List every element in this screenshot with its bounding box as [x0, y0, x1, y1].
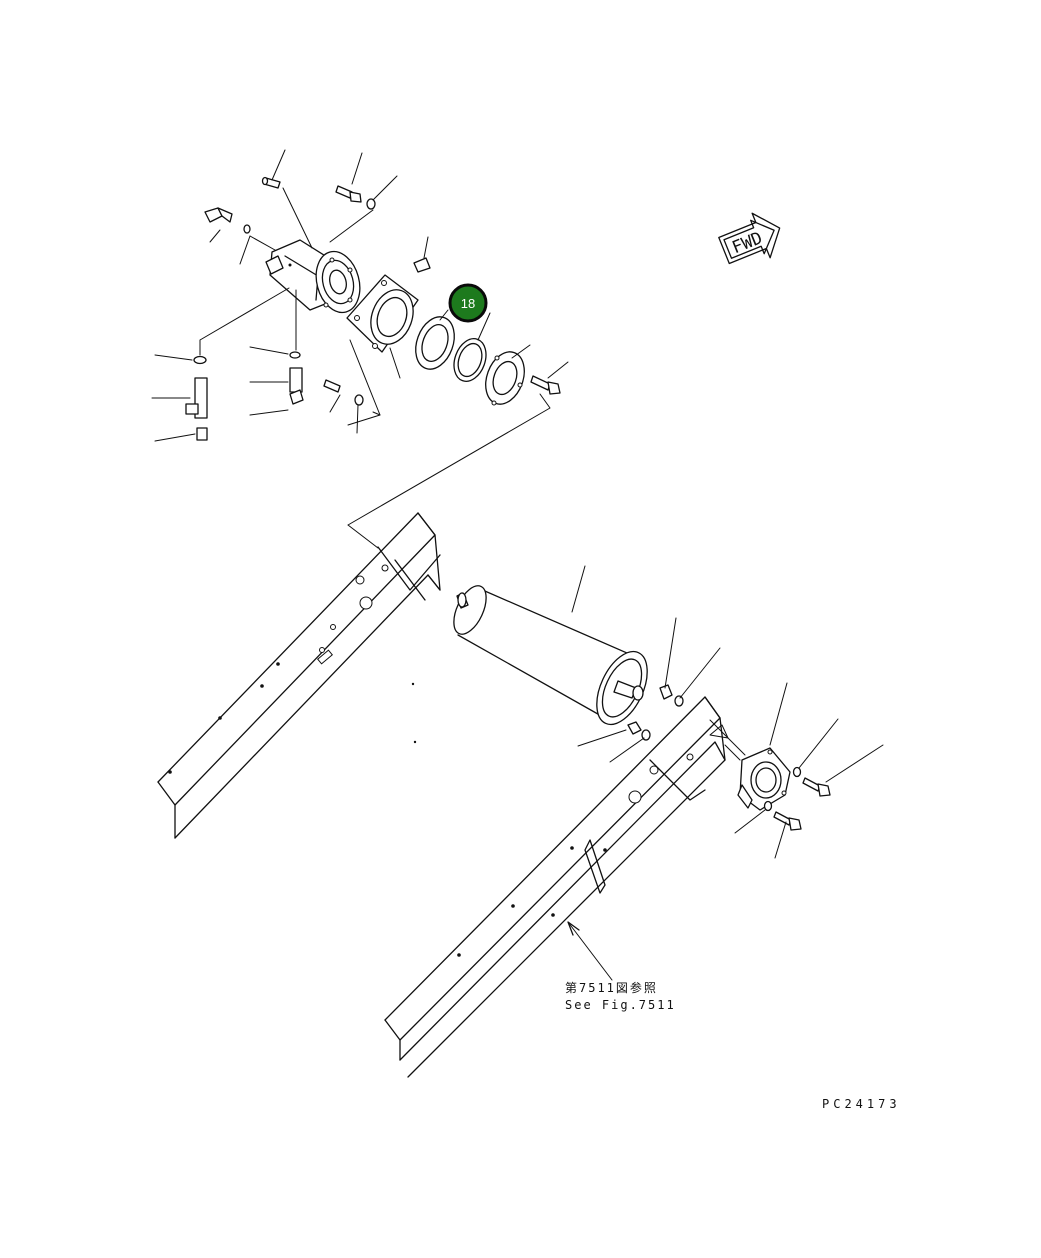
leader-lines: [151, 149, 884, 981]
reference-ja: 第7511図参照: [565, 980, 658, 995]
small-parts: [185, 176, 561, 441]
motor-assembly: [265, 239, 361, 314]
seal-rings: [415, 316, 525, 406]
fwd-label: FWD: [729, 228, 765, 258]
reference-en: See Fig.7511: [565, 998, 676, 1012]
callout-label: 18: [461, 296, 475, 311]
fwd-arrow: FWD: [718, 212, 781, 265]
frame-right: [384, 696, 746, 1078]
flange-housing: [346, 274, 419, 353]
frame-left: [157, 512, 441, 839]
callout-18[interactable]: 18: [448, 283, 488, 323]
right-bearing-assembly: [627, 684, 831, 831]
roller-drum: [453, 585, 648, 726]
drawing-code: PC24173: [822, 1097, 901, 1111]
